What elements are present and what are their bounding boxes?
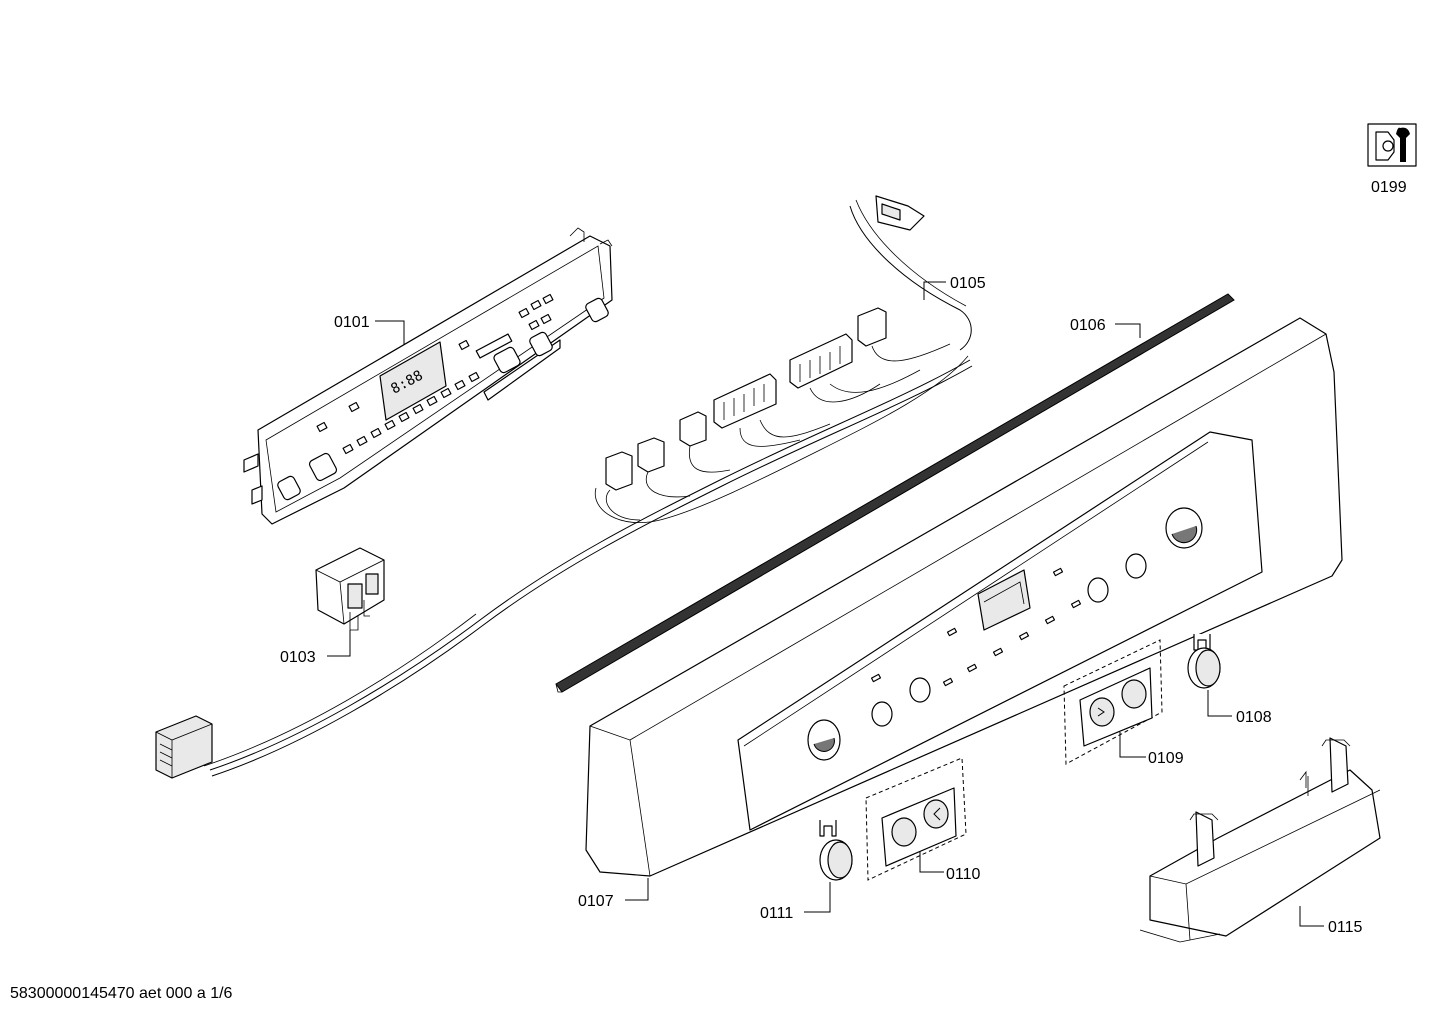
switch-0103 [315,547,385,631]
document-number: 58300000145470 aet 000 a 1/6 [10,985,233,1002]
cover-0115 [1139,737,1381,943]
callout-0103: 0103 [280,649,316,666]
front-panel-0107 [585,317,1343,877]
button-pair-0109 [1063,639,1163,765]
callout-0109: 0109 [1148,750,1184,767]
knob-0111 [819,820,853,881]
callout-0110: 0110 [946,866,981,883]
callout-0115: 0115 [1328,919,1363,936]
control-module-0101: 8:88 [243,227,613,525]
callout-0106: 0106 [1070,317,1106,334]
callout-0107: 0107 [578,893,614,910]
knob-0108 [1187,634,1221,689]
callout-0111: 0111 [760,905,793,922]
callout-0199: 0199 [1371,179,1407,196]
seal-strip-0106 [555,293,1235,693]
wiring-harness-0105 [155,195,973,779]
callout-0105: 0105 [950,275,986,292]
callout-0108: 0108 [1236,709,1272,726]
callout-0101: 0101 [334,314,370,331]
button-pair-0110 [865,757,967,881]
tool-kit-icon [1367,123,1417,167]
